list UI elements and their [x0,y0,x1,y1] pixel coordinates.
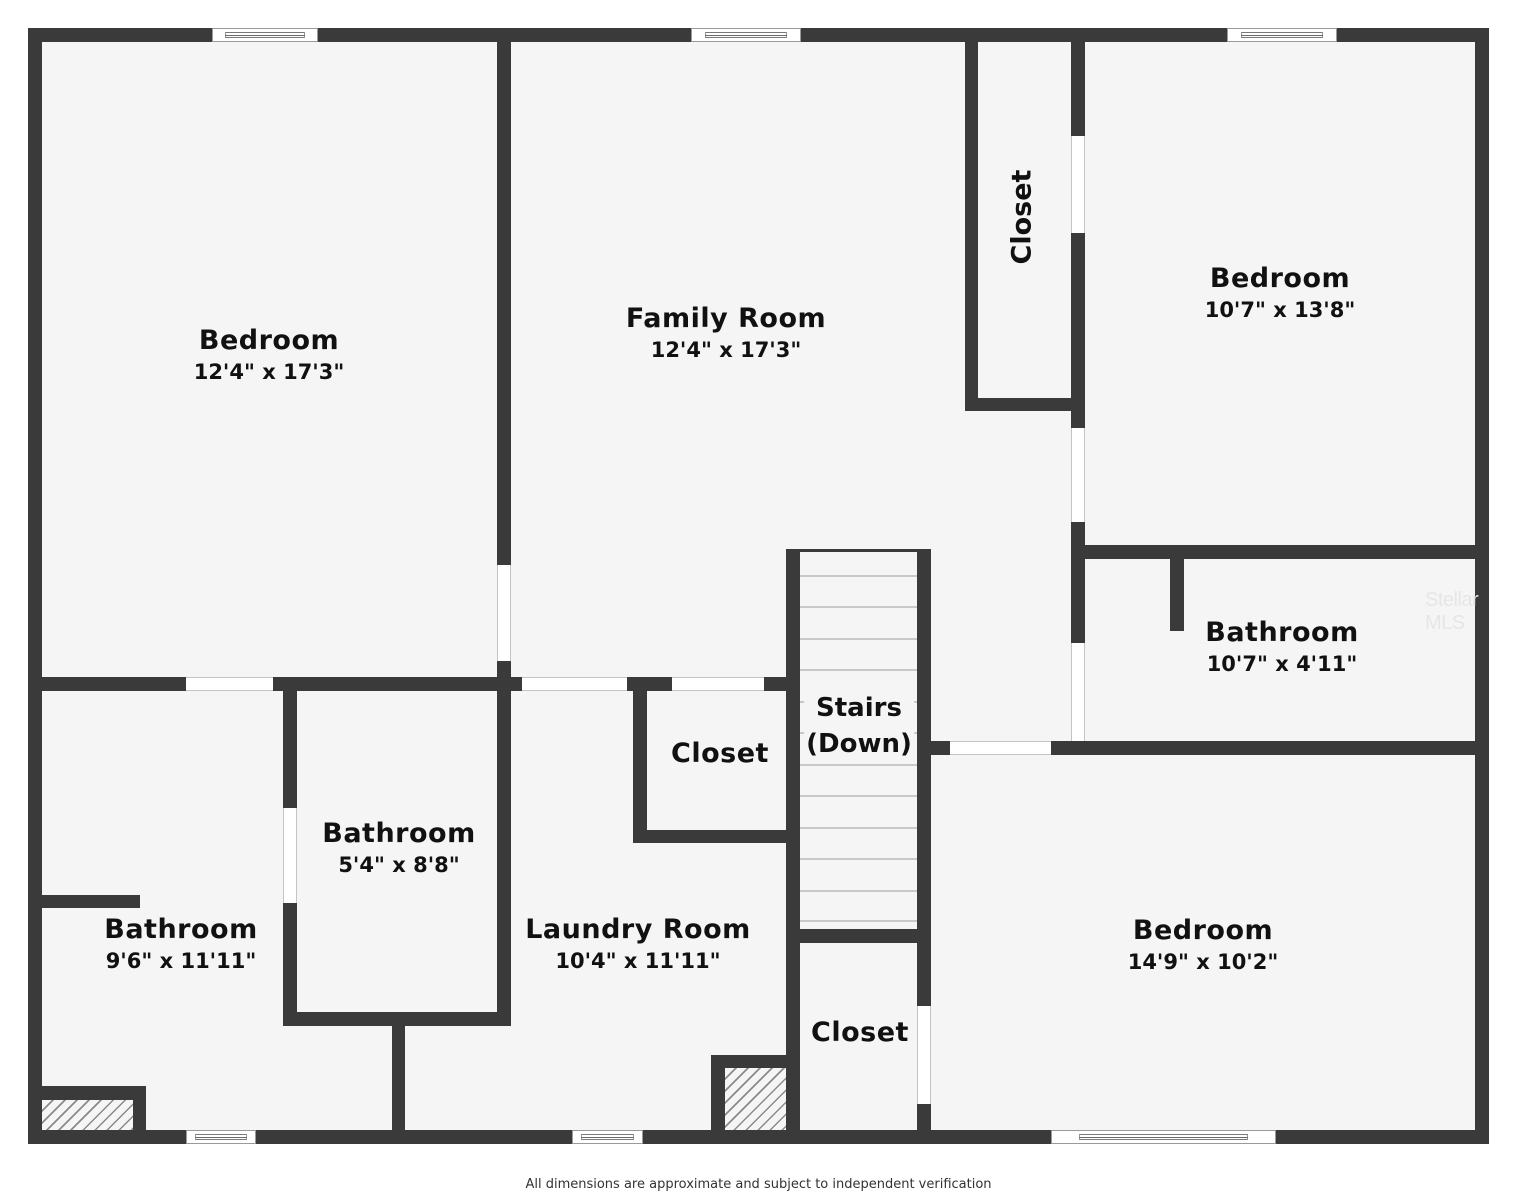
room-label-bathroom-2: Bathroom 5'4" x 8'8" [322,818,475,880]
wall-bath3-stub [28,895,140,908]
door-hall-bedroom3 [950,741,1051,755]
wall-bath1-bedroom3 [917,741,1489,755]
room-label-bedroom-2: Bedroom 10'7" x 13'8" [1205,263,1356,325]
stairs-name: Stairs [804,690,914,726]
wall-stairs-right [917,549,931,1144]
room-label-bedroom-1: Bedroom 12'4" x 17'3" [194,325,345,387]
wall-laundry-shaft-top [711,1055,793,1068]
disclaimer: All dimensions are approximate and subje… [525,1177,992,1192]
stair-step [800,827,917,829]
room-dimensions: 10'7" x 4'11" [1206,652,1358,676]
outer-wall-right [1475,28,1489,1144]
door-family-laundry [522,677,627,691]
room-dimensions: 12'4" x 17'3" [193,360,345,384]
room-dimensions: 10'7" x 13'8" [1204,298,1356,322]
room-name: Laundry Room [525,914,751,945]
stair-step [800,669,917,671]
stair-step [800,890,917,892]
room-dimensions: 10'4" x 11'11" [555,949,721,973]
room-name: Family Room [625,303,827,334]
stair-step [800,606,917,608]
room-label-bathroom-3: Bathroom 9'6" x 11'11" [104,914,257,976]
wall-bath3-shaft-right [133,1086,146,1144]
door-family-bath1 [1071,643,1085,742]
room-label-closet-3: Closet [811,1017,909,1049]
door-family-bedroom2 [1071,428,1085,522]
room-dimensions: 9'6" x 11'11" [105,949,257,973]
wall-bedroom1-family [497,28,511,691]
room-label-laundry-room: Laundry Room 10'4" x 11'11" [525,914,751,976]
wall-bedroom2-bath1 [1071,545,1489,559]
wall-closet1-bottom [965,398,1085,411]
stair-step [800,858,917,860]
room-label-bedroom-3: Bedroom 14'9" x 10'2" [1128,915,1279,977]
room-name: Bathroom [104,914,258,945]
door-family-closet2 [672,677,764,691]
wall-closet2-left [633,677,647,843]
stair-step [800,638,917,640]
room-name: Closet [811,1017,909,1048]
room-name: Bathroom [1205,617,1359,648]
room-name: Bedroom [1209,263,1351,294]
window [572,1130,643,1144]
door-bath3-bath2 [283,808,297,903]
wall-stairs-bottom [786,929,931,943]
window [691,28,801,42]
door-bedroom1-family [497,565,511,661]
laundry-shaft-hatch [725,1068,786,1130]
wall-closet2-bottom [633,830,793,843]
stair-step [800,795,917,797]
room-label-closet-2: Closet [671,738,769,770]
stair-step [800,575,917,577]
room-label-closet-1: Closet [1006,169,1038,265]
wall-laundry-shaft-left [711,1055,725,1144]
wall-bath2-right [497,677,511,1026]
room-name: Closet [671,738,769,769]
room-name: Bathroom [322,818,476,849]
wall-bath1-stub [1170,545,1184,631]
wall-closet1-left [965,28,978,411]
room-name: Bedroom [1132,915,1274,946]
wall-bath3-shaft-top [28,1086,145,1100]
room-name: Bedroom [198,325,340,356]
wall-stairs-top [786,549,931,552]
room-label-family-room: Family Room 12'4" x 17'3" [626,303,826,365]
window [1227,28,1337,42]
watermark: Stellar MLS [1425,589,1479,634]
door-bedroom1-bath3 [186,677,273,691]
window [212,28,318,42]
window [1051,1130,1276,1144]
window [186,1130,256,1144]
stair-step [800,764,917,766]
wall-stairs-left [786,549,800,1144]
room-dimensions: 5'4" x 8'8" [338,853,460,877]
room-label-stairs: Stairs (Down) [804,690,914,762]
wall-bath3-laundry-partition [392,1012,405,1144]
room-dimensions: 14'9" x 10'2" [1127,950,1279,974]
room-dimensions: 12'4" x 17'3" [650,338,802,362]
door-closet3-bedroom3 [917,1006,931,1104]
room-label-bathroom-1: Bathroom 10'7" x 4'11" [1205,617,1358,679]
stair-step [800,920,917,922]
shaft-hatch [42,1100,133,1130]
stairs-direction: (Down) [804,726,914,762]
floor-area [28,28,1489,1144]
outer-wall-left [28,28,42,1144]
door-closet1-bedroom2 [1071,136,1085,233]
